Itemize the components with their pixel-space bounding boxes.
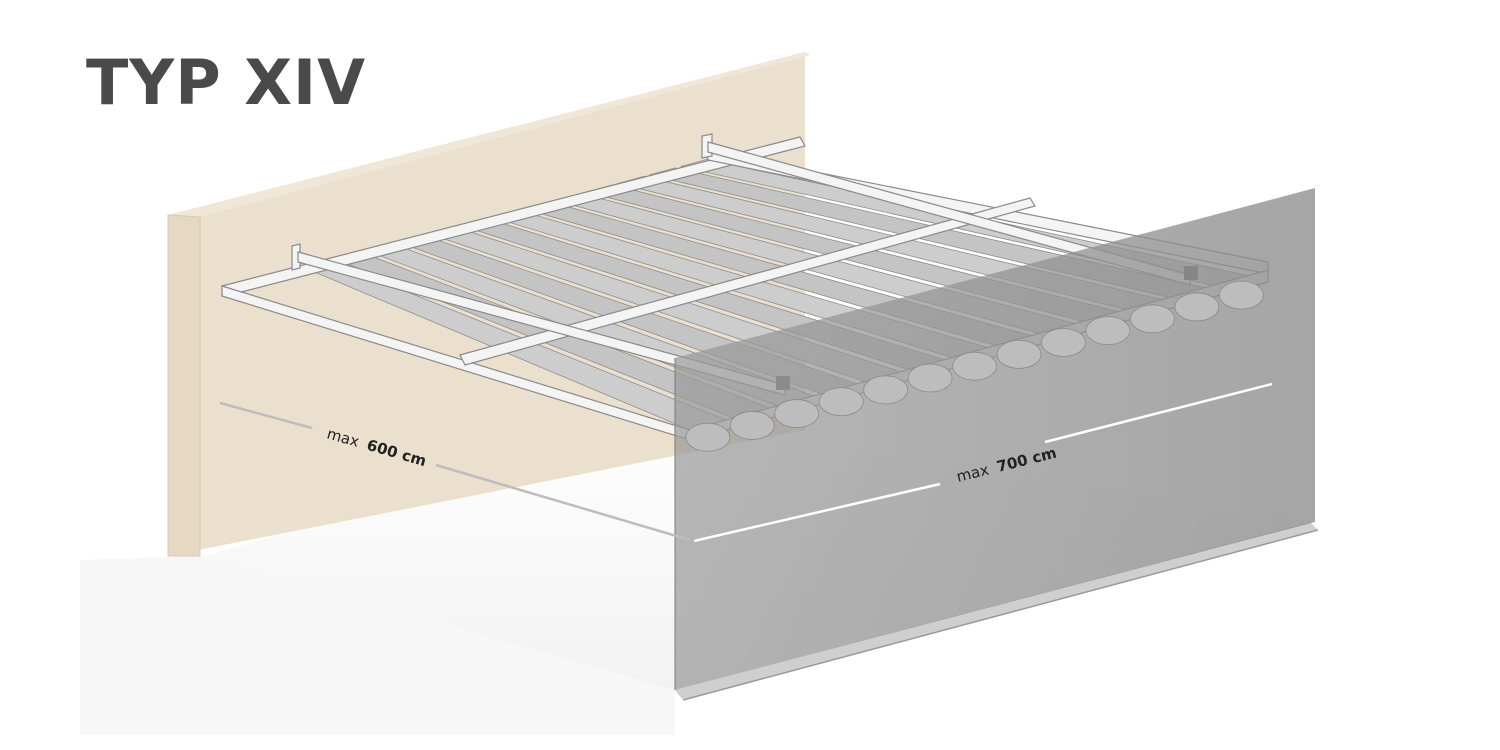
roller-tube xyxy=(729,411,775,440)
roller-tube xyxy=(1218,280,1264,310)
width-line-b xyxy=(1044,382,1273,444)
roller-tube xyxy=(818,387,864,417)
roller-tube xyxy=(1130,304,1175,334)
floor-rail xyxy=(675,522,1318,700)
roller-tube xyxy=(1085,316,1131,346)
roller-tube xyxy=(1041,328,1086,357)
house-wall-top xyxy=(168,52,810,217)
roller-tube xyxy=(685,422,731,452)
roller-tube xyxy=(952,351,997,381)
width-line-a xyxy=(693,482,941,543)
roller-tube xyxy=(907,363,953,393)
roller-tubes xyxy=(685,280,1264,452)
roller-tube xyxy=(996,339,1042,369)
floor-plane xyxy=(80,556,675,735)
diagram-title: TYP XIV xyxy=(86,46,367,119)
depth-line-b xyxy=(435,463,691,542)
depth-line-a xyxy=(219,401,313,430)
roller-tube xyxy=(1174,292,1220,322)
house-wall-front-edge xyxy=(167,214,201,557)
roller-tube xyxy=(863,375,909,405)
roller-tube xyxy=(774,399,820,428)
